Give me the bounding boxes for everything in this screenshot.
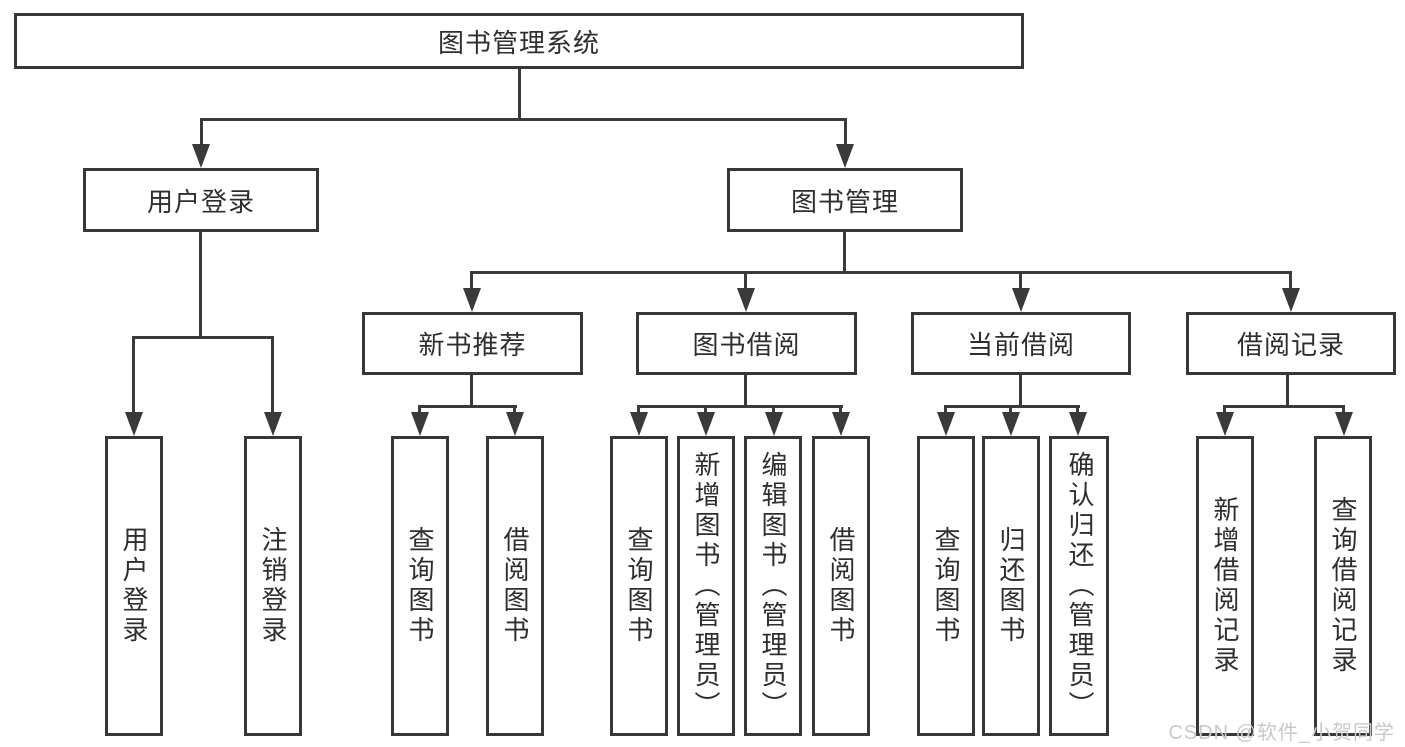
connector-line [513,405,516,417]
arrow-down-icon [1282,288,1300,312]
leaf-confirm-return-admin: 确认归还（管理员） [1049,436,1109,736]
leaf-logout: 注销登录 [244,436,302,736]
arrow-down-icon [192,144,210,168]
node-book-management: 图书管理 [727,168,963,232]
connector-line [744,375,747,408]
arrow-down-icon [737,288,755,312]
connector-line [470,271,473,291]
leaf-add-books-admin: 新增图书（管理员） [677,436,735,736]
node-label: 图书借阅 [692,330,801,360]
arrow-down-icon [1069,412,1087,436]
arrow-down-icon [463,288,481,312]
node-borrowing-records: 借阅记录 [1186,312,1396,375]
node-label: 图书管理系统 [437,27,600,58]
connector-line [1019,375,1022,408]
connector-line [744,271,747,291]
node-book-borrowing: 图书借阅 [636,312,857,375]
arrow-down-icon [697,412,715,436]
arrow-down-icon [1002,412,1020,436]
connector-line [470,375,473,408]
connector-line [1009,405,1012,417]
arrow-down-icon [264,412,282,436]
connector-line [843,232,846,274]
node-label: 当前借阅 [966,330,1075,360]
connector-line [844,118,847,148]
leaf-edit-books-admin: 编辑图书（管理员） [744,436,802,736]
connector-line [704,405,707,417]
node-library-management-system: 图书管理系统 [14,13,1024,69]
connector-line [1223,405,1226,417]
arrow-down-icon [506,412,524,436]
leaf-user-login: 用户登录 [105,436,163,736]
connector-line [637,405,843,408]
arrow-down-icon [125,412,143,436]
node-current-borrowing: 当前借阅 [911,312,1131,375]
leaf-return-books: 归还图书 [982,436,1040,736]
arrow-down-icon [1216,412,1234,436]
arrow-down-icon [937,412,955,436]
connector-line [637,405,640,417]
connector-line [470,271,1292,274]
leaf-query-books-current: 查询图书 [917,436,975,736]
connector-line [132,336,135,416]
node-label: 图书管理 [790,186,899,217]
arrow-down-icon [765,412,783,436]
connector-line [200,118,203,148]
leaf-query-books-recommend: 查询图书 [391,436,449,736]
connector-line [944,405,1080,408]
connector-line [132,336,274,339]
connector-line [1223,405,1345,408]
node-label: 用户登录 [146,186,255,217]
connector-line [518,69,521,120]
leaf-query-borrow-record: 查询借阅记录 [1314,436,1372,736]
arrow-down-icon [630,412,648,436]
node-label: 新书推荐 [418,330,527,360]
connector-line [1286,375,1289,408]
connector-line [200,118,846,121]
connector-line [418,405,421,417]
node-label: 借阅记录 [1236,330,1345,360]
leaf-borrow-books-recommend: 借阅图书 [486,436,544,736]
leaf-borrow-books-borrowing: 借阅图书 [812,436,870,736]
leaf-query-books-borrowing: 查询图书 [610,436,668,736]
connector-line [839,405,842,417]
arrow-down-icon [836,144,854,168]
connector-line [271,336,274,416]
connector-line [1019,271,1022,291]
arrow-down-icon [1012,288,1030,312]
leaf-add-borrow-record: 新增借阅记录 [1196,436,1254,736]
connector-line [418,405,517,408]
arrow-down-icon [411,412,429,436]
arrow-down-icon [1335,412,1353,436]
arrow-down-icon [832,412,850,436]
connector-line [772,405,775,417]
connector-line [199,232,202,339]
connector-line [1076,405,1079,417]
connector-line [1342,405,1345,417]
node-new-book-recommendation: 新书推荐 [362,312,583,375]
csdn-watermark: CSDN @软件_小贺同学 [1168,722,1395,744]
node-user-login: 用户登录 [83,168,319,232]
connector-line [944,405,947,417]
connector-line [1289,271,1292,291]
